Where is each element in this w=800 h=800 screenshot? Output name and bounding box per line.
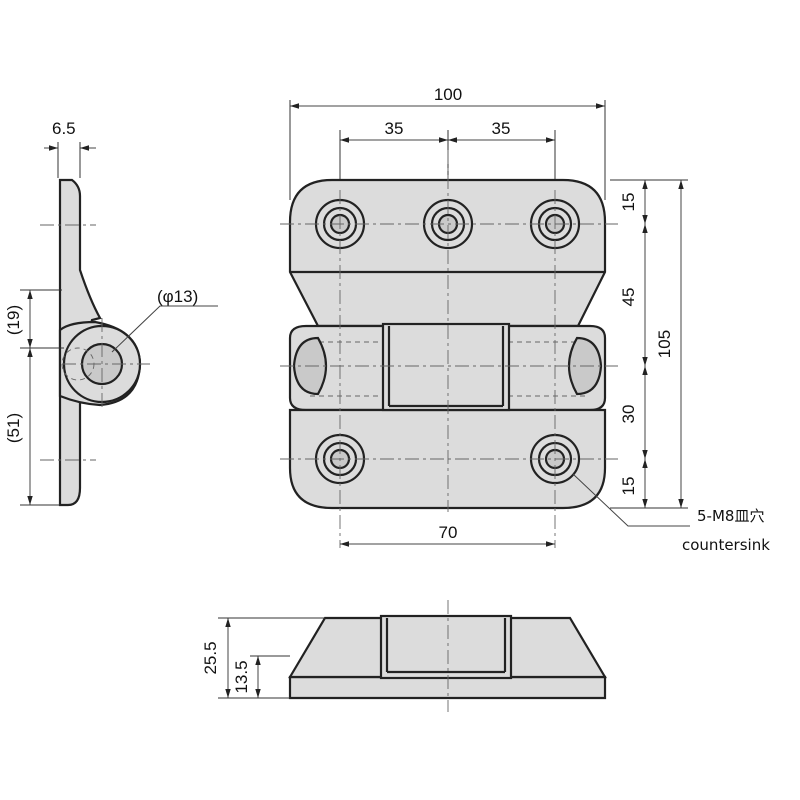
bottom-hole-pitch-dimension: 70 [439,523,458,542]
bottom-plate [288,675,607,700]
countersink-callout-line1: 5-M8皿穴 [697,507,764,525]
lower-span-dimension: 30 [619,405,638,424]
side-lower-dimension: (51) [4,413,23,443]
countersink-callout-line2: countersink [682,536,770,554]
upper-span-dimension: 45 [619,288,638,307]
overall-width-dimension: 100 [434,85,462,104]
upper-leaf [288,178,607,328]
bottom-edge-dimension: 15 [619,477,638,496]
hole-pitch-left-dimension: 35 [385,119,404,138]
lower-leaf [288,408,607,510]
bottom-view: 25.5 13.5 [201,600,607,712]
side-upper-dimension: (19) [4,305,23,335]
side-view: 6.5 (19) (51) (φ13) [4,119,218,507]
total-height-dimension: 25.5 [201,641,220,674]
knuckle-diameter-label: (φ13) [157,287,198,306]
hole-pitch-right-dimension: 35 [492,119,511,138]
overall-height-dimension: 105 [655,330,674,358]
top-edge-dimension: 15 [619,193,638,212]
plate-height-dimension: 13.5 [232,660,251,693]
front-view: 100 35 35 [280,85,770,554]
thickness-dimension: 6.5 [52,119,76,138]
center-cutout [381,322,511,412]
bottom-cutout [379,614,513,680]
